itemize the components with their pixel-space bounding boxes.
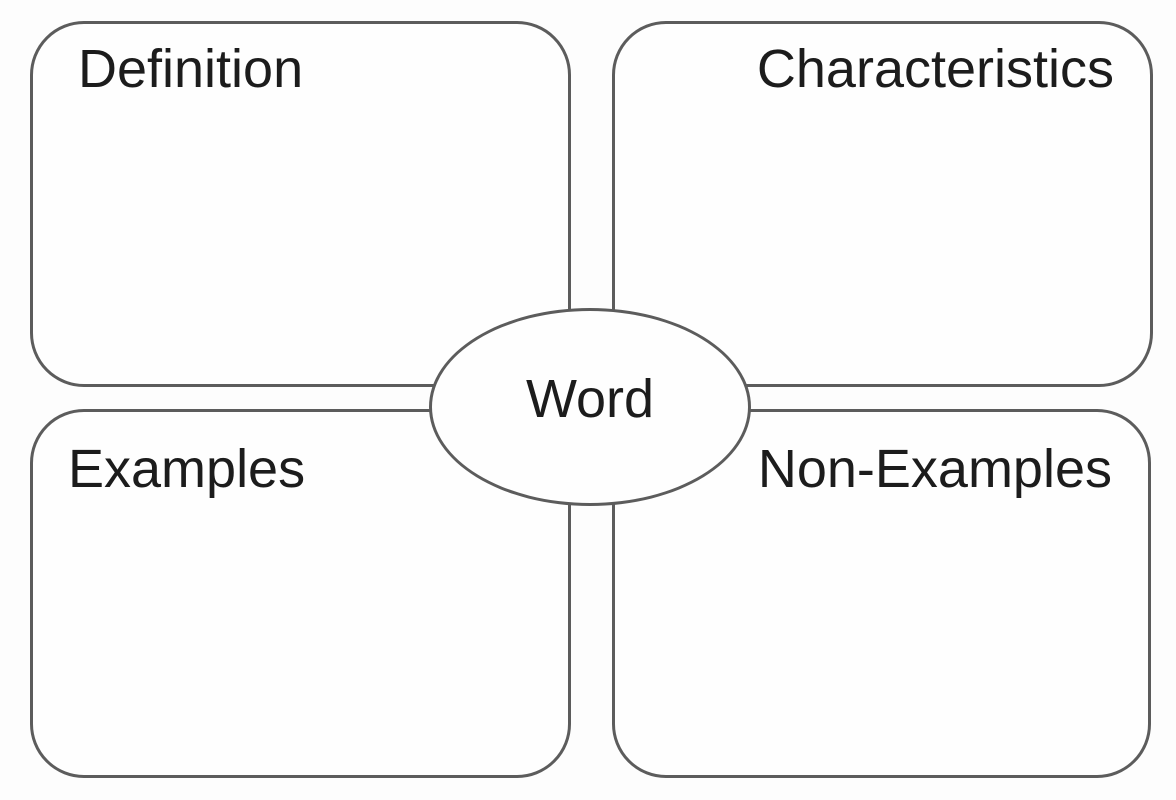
examples-label: Examples <box>68 439 306 499</box>
non-examples-label: Non-Examples <box>757 439 1112 499</box>
characteristics-label: Characteristics <box>756 39 1114 99</box>
center-word-label: Word <box>525 369 655 429</box>
quadrant-characteristics-box: Characteristics <box>612 21 1153 387</box>
quadrant-definition-box: Definition <box>30 21 571 387</box>
quadrant-non-examples-box: Non-Examples <box>612 409 1151 778</box>
definition-label: Definition <box>78 39 304 99</box>
center-word-ellipse: Word <box>429 308 751 506</box>
